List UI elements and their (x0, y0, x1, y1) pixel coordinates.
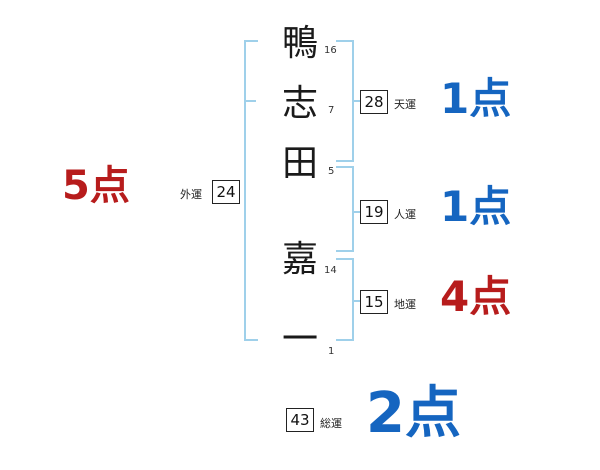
gaiun-bracket-tick (244, 100, 256, 102)
jinun-value: 19 (360, 200, 388, 224)
name-char-1: 鴨 (281, 23, 318, 64)
stroke-count-3: 5 (328, 166, 335, 177)
name-char-2: 志 (281, 83, 318, 124)
tenun-label: 天運 (394, 98, 416, 111)
tenun-score: 1点 (440, 74, 512, 123)
name-char-3: 田 (281, 143, 318, 184)
jinun-connector (352, 211, 360, 213)
chiun-connector (352, 300, 360, 302)
gaiun-label: 外運 (180, 188, 202, 201)
tenun-value: 28 (360, 90, 388, 114)
jinun-score: 1点 (440, 182, 512, 231)
souun-label: 総運 (320, 417, 342, 430)
name-char-5: 一 (281, 319, 318, 360)
souun-value: 43 (286, 408, 314, 432)
stroke-count-2: 7 (328, 105, 335, 116)
gaiun-value: 24 (212, 180, 240, 204)
stroke-count-5: 1 (328, 346, 335, 357)
tenun-connector (352, 100, 360, 102)
stroke-count-4: 14 (324, 265, 337, 276)
gaiun-bracket (244, 40, 258, 341)
chiun-bracket (336, 258, 354, 341)
stroke-count-1: 16 (324, 45, 337, 56)
jinun-bracket (336, 166, 354, 252)
jinun-label: 人運 (394, 208, 416, 221)
name-char-4: 嘉 (281, 239, 318, 280)
gaiun-score: 5点 (62, 163, 130, 209)
chiun-value: 15 (360, 290, 388, 314)
chiun-score: 4点 (440, 272, 512, 321)
chiun-label: 地運 (394, 298, 416, 311)
souun-score: 2点 (366, 381, 461, 446)
